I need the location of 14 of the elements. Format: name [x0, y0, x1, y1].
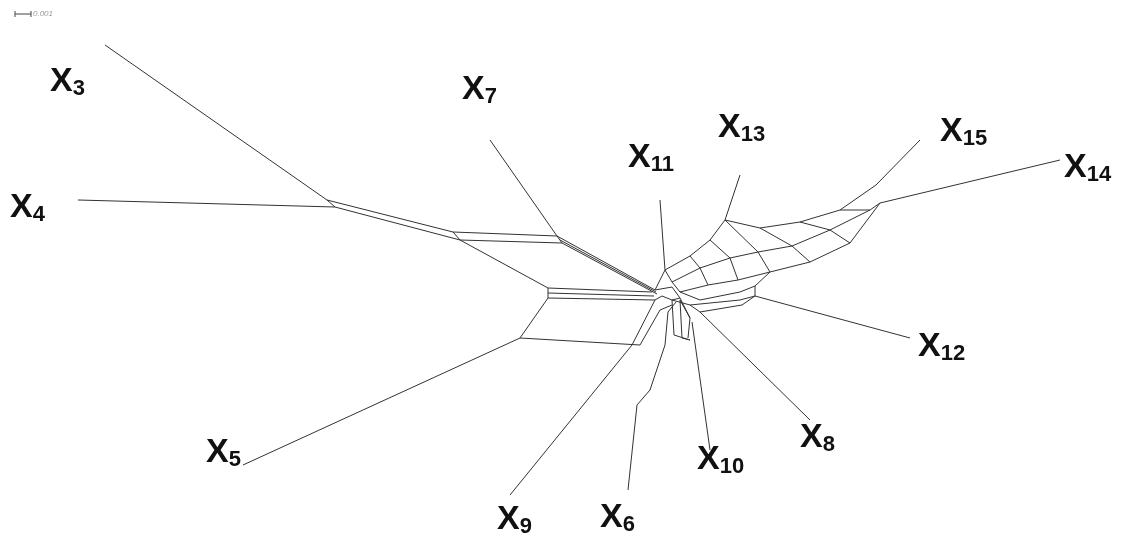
- taxon-label: X$_{11}$: [628, 138, 674, 175]
- taxon-label: X$_{7}$: [462, 70, 497, 107]
- taxon-label: X$_{10}$: [697, 440, 745, 477]
- taxon-label: X$_{15}$: [940, 112, 988, 149]
- taxon-label: X$_{4}$: [10, 188, 45, 225]
- taxon-label: X$_{13}$: [718, 108, 766, 145]
- taxon-label: X$_{12}$: [918, 327, 966, 364]
- taxon-label: X$_{9}$: [497, 500, 532, 537]
- taxon-label: X$_{6}$: [600, 498, 635, 535]
- taxon-label: X$_{14}$: [1064, 148, 1112, 185]
- taxon-label: X$_{3}$: [50, 62, 85, 99]
- taxon-label: X$_{8}$: [800, 418, 835, 455]
- scale-label: 0.001: [33, 10, 54, 18]
- taxon-label: X$_{5}$: [206, 433, 241, 470]
